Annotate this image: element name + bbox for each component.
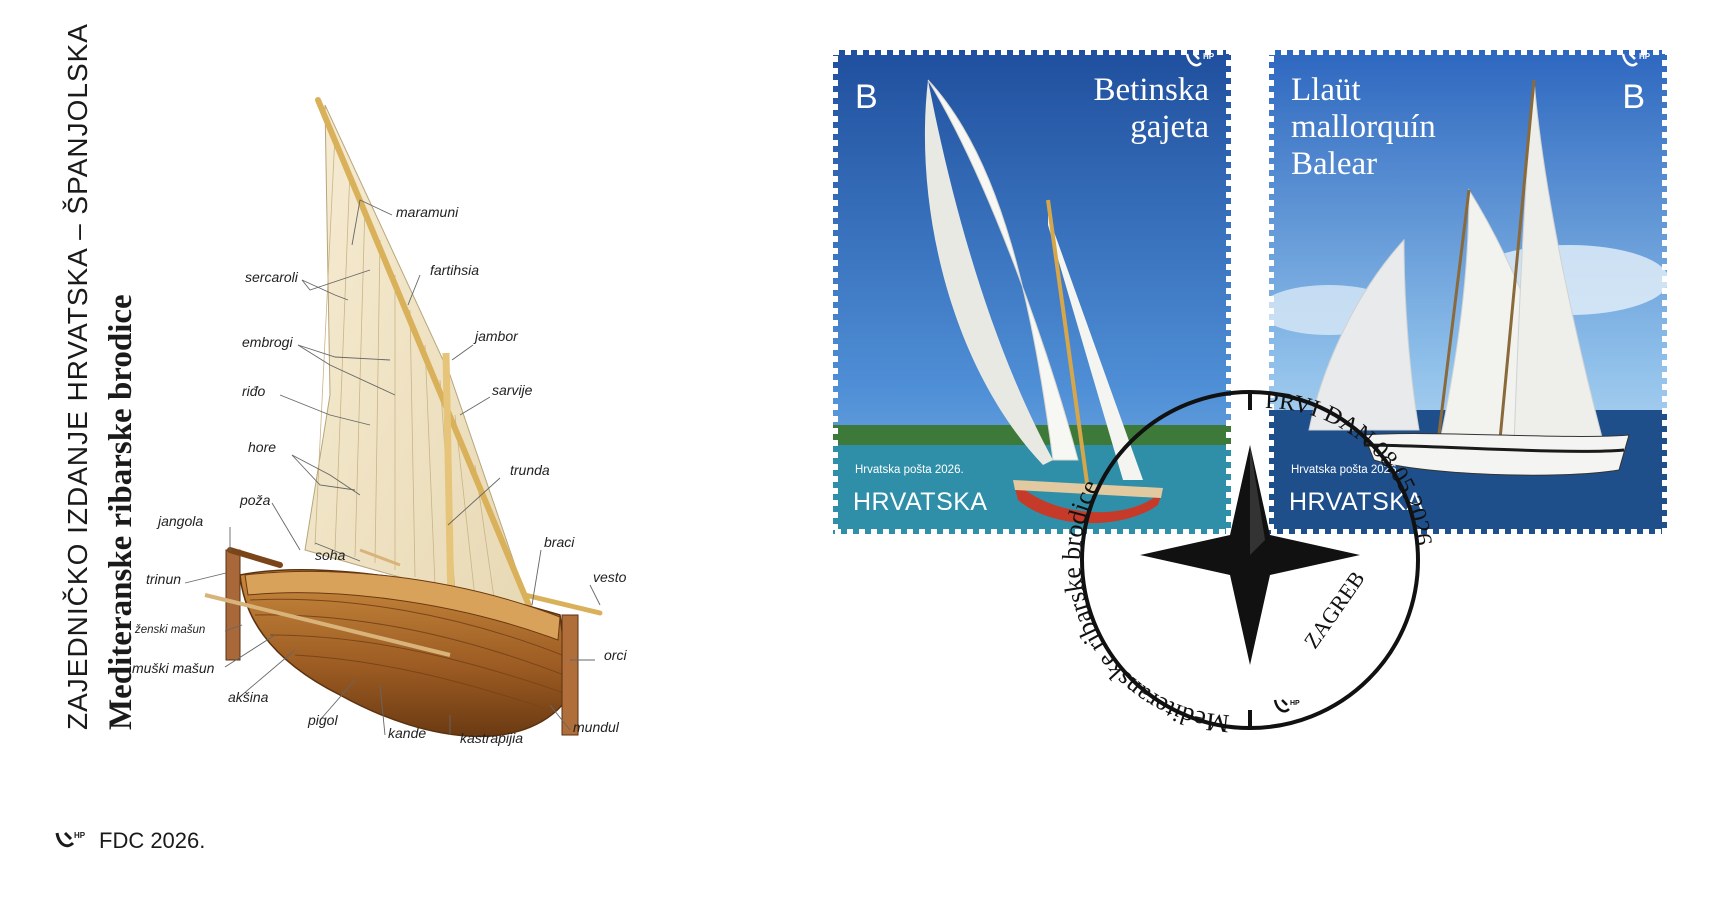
oar-2	[359, 548, 401, 567]
label-jambor: jambor	[473, 328, 519, 344]
fdc-label: HP FDC 2026.	[55, 828, 205, 854]
stamp-1-title-line-1: Betinska	[1093, 72, 1209, 108]
stamp-2-hp-logo-icon: HP	[1621, 52, 1651, 67]
label-vesto: vesto	[593, 569, 627, 585]
label-muski-masun: muški mašun	[132, 660, 215, 676]
stamp-1-image	[833, 50, 1231, 534]
stem-post	[561, 614, 579, 736]
label-hore: hore	[248, 439, 276, 455]
label-trinun: trinun	[146, 571, 181, 587]
stamp-2-title-line-2: mallorquín	[1291, 109, 1436, 145]
label-maramuni: maramuni	[396, 204, 459, 220]
label-aksina: akšina	[228, 689, 269, 705]
label-trunda: trunda	[510, 462, 550, 478]
stamp-1-country: HRVATSKA	[853, 488, 988, 516]
stamp-1-value: B	[855, 78, 878, 116]
postmark-arc-text-top: Mediteranske ribarske brodice	[1060, 475, 1231, 738]
svg-text:HP: HP	[1203, 52, 1215, 61]
postmark-hp-logo-icon: HP	[1273, 699, 1300, 713]
oar	[204, 593, 451, 657]
yard-spar	[315, 97, 538, 623]
postmark-cancellation: Mediteranske ribarske brodice PRVI DAN 0…	[1060, 388, 1437, 738]
stamp-1-post-text: Hrvatska pošta 2026.	[855, 464, 964, 476]
postmark-arc-text-right: PRVI DAN 08.05.2026.	[1265, 388, 1437, 553]
label-sarvije: sarvije	[492, 382, 533, 398]
label-orci: orci	[604, 647, 627, 663]
stamp-2-post-text: Hrvatska pošta 2026.	[1291, 464, 1400, 476]
stamp-2-title: Llaüt mallorquín Balear	[1291, 72, 1436, 183]
boom-spar	[522, 592, 603, 616]
label-braci: braci	[544, 534, 575, 550]
stamp-1-title-line-2: gajeta	[1130, 109, 1209, 145]
hp-logo-icon: HP	[55, 831, 86, 848]
label-rido: riđo	[242, 383, 266, 399]
svg-text:HP: HP	[74, 831, 86, 840]
label-fartihsia: fartihsia	[430, 262, 479, 278]
label-pigol: pigol	[307, 712, 338, 728]
cover-title-joint-issue: ZAJEDNIČKO IZDANJE HRVATSKA – ŠPANJOLSKA	[62, 23, 93, 730]
label-kande: kande	[388, 725, 426, 741]
label-zenski-masun: ženski mašun	[134, 624, 205, 636]
tiller	[227, 547, 283, 568]
stamp-llaut-mallorquin: Llaüt mallorquín Balear B Hrvatska pošta…	[1269, 50, 1667, 534]
label-soha: soha	[315, 547, 346, 563]
label-jangola: jangola	[156, 513, 203, 529]
stamp-2-title-line-3: Balear	[1291, 146, 1378, 182]
svg-text:HP: HP	[1639, 52, 1651, 61]
label-mundul: mundul	[573, 719, 620, 735]
stamp-2-title-line-1: Llaüt	[1291, 72, 1361, 108]
label-embrogi: embrogi	[242, 334, 293, 350]
stamp-1-title: Betinska gajeta	[1094, 72, 1209, 146]
stamp-1-hp-logo-icon: HP	[1185, 52, 1215, 67]
fdc-text: FDC 2026.	[99, 828, 206, 853]
label-kastrapijia: kastrapijia	[460, 730, 523, 746]
label-sercaroli: sercaroli	[245, 269, 299, 285]
stamp-betinska-gajeta: B Betinska gajeta Hrvatska pošta 2026. H…	[833, 50, 1231, 534]
svg-text:HP: HP	[1290, 700, 1300, 707]
stamp-2-image	[1269, 50, 1667, 534]
label-poza: poža	[239, 492, 271, 508]
stamp-2-country: HRVATSKA	[1289, 488, 1424, 516]
boat-diagram: maramuni sercaroli fartihsia jambor embr…	[132, 97, 627, 746]
postmark-place: ZAGREB	[1299, 566, 1370, 652]
stamp-2-value: B	[1622, 78, 1645, 116]
